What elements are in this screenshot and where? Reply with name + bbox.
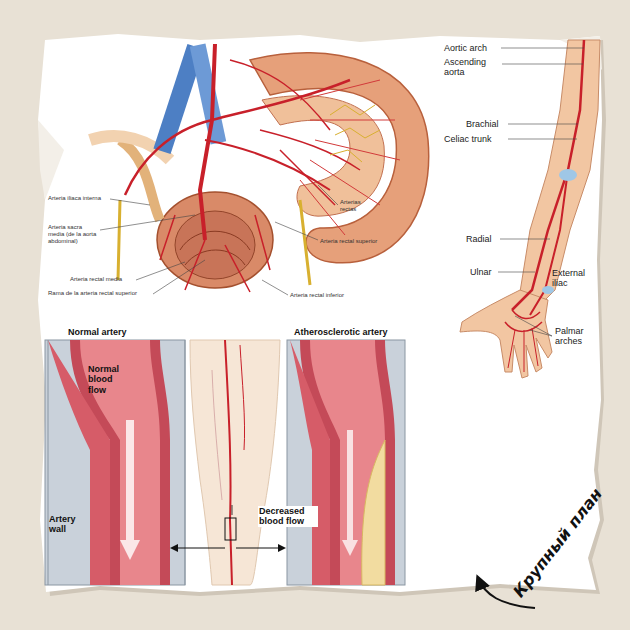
arm-illustration: [460, 40, 600, 378]
panel-heading: Atherosclerotic artery: [294, 327, 404, 337]
artery-label: Palmar arches: [555, 326, 595, 347]
part-label: Arterias rectas: [340, 199, 374, 213]
artery-label: External iliac: [552, 268, 596, 289]
artery-label: Brachial: [466, 119, 508, 129]
artery-label: Celiac trunk: [444, 134, 508, 144]
torn-paper: [38, 34, 602, 592]
panel-heading: Normal artery: [68, 327, 178, 337]
artery-label: Ulnar: [470, 267, 498, 277]
part-label: Arteria sacra media (de la aorta abdomin…: [48, 224, 100, 245]
part-label: Arteria iliaca interna: [48, 195, 110, 202]
leader-lines: [498, 48, 584, 336]
part-label: Arteria rectal media: [70, 276, 136, 283]
torn-flap: [38, 120, 64, 200]
normal-artery-panel: [45, 340, 185, 585]
part-label: Rama de la arteria rectal superior: [48, 290, 153, 297]
flow-label: Normal blood flow: [88, 364, 124, 395]
artery-label: Aortic arch: [444, 43, 500, 53]
atherosclerotic-artery-panel: [287, 340, 405, 585]
leg-illustration: [172, 340, 284, 585]
artery-label: Ascending aorta: [444, 57, 500, 78]
part-label: Arteria rectal superior: [320, 238, 400, 245]
wall-label: Artery wall: [49, 514, 79, 535]
part-label: Arteria rectal inferior: [290, 292, 370, 299]
colon-illustration: [90, 43, 429, 292]
flow-label: Decreased blood flow: [258, 506, 318, 527]
leader-lines: [100, 185, 338, 295]
artery-label: Radial: [466, 234, 500, 244]
